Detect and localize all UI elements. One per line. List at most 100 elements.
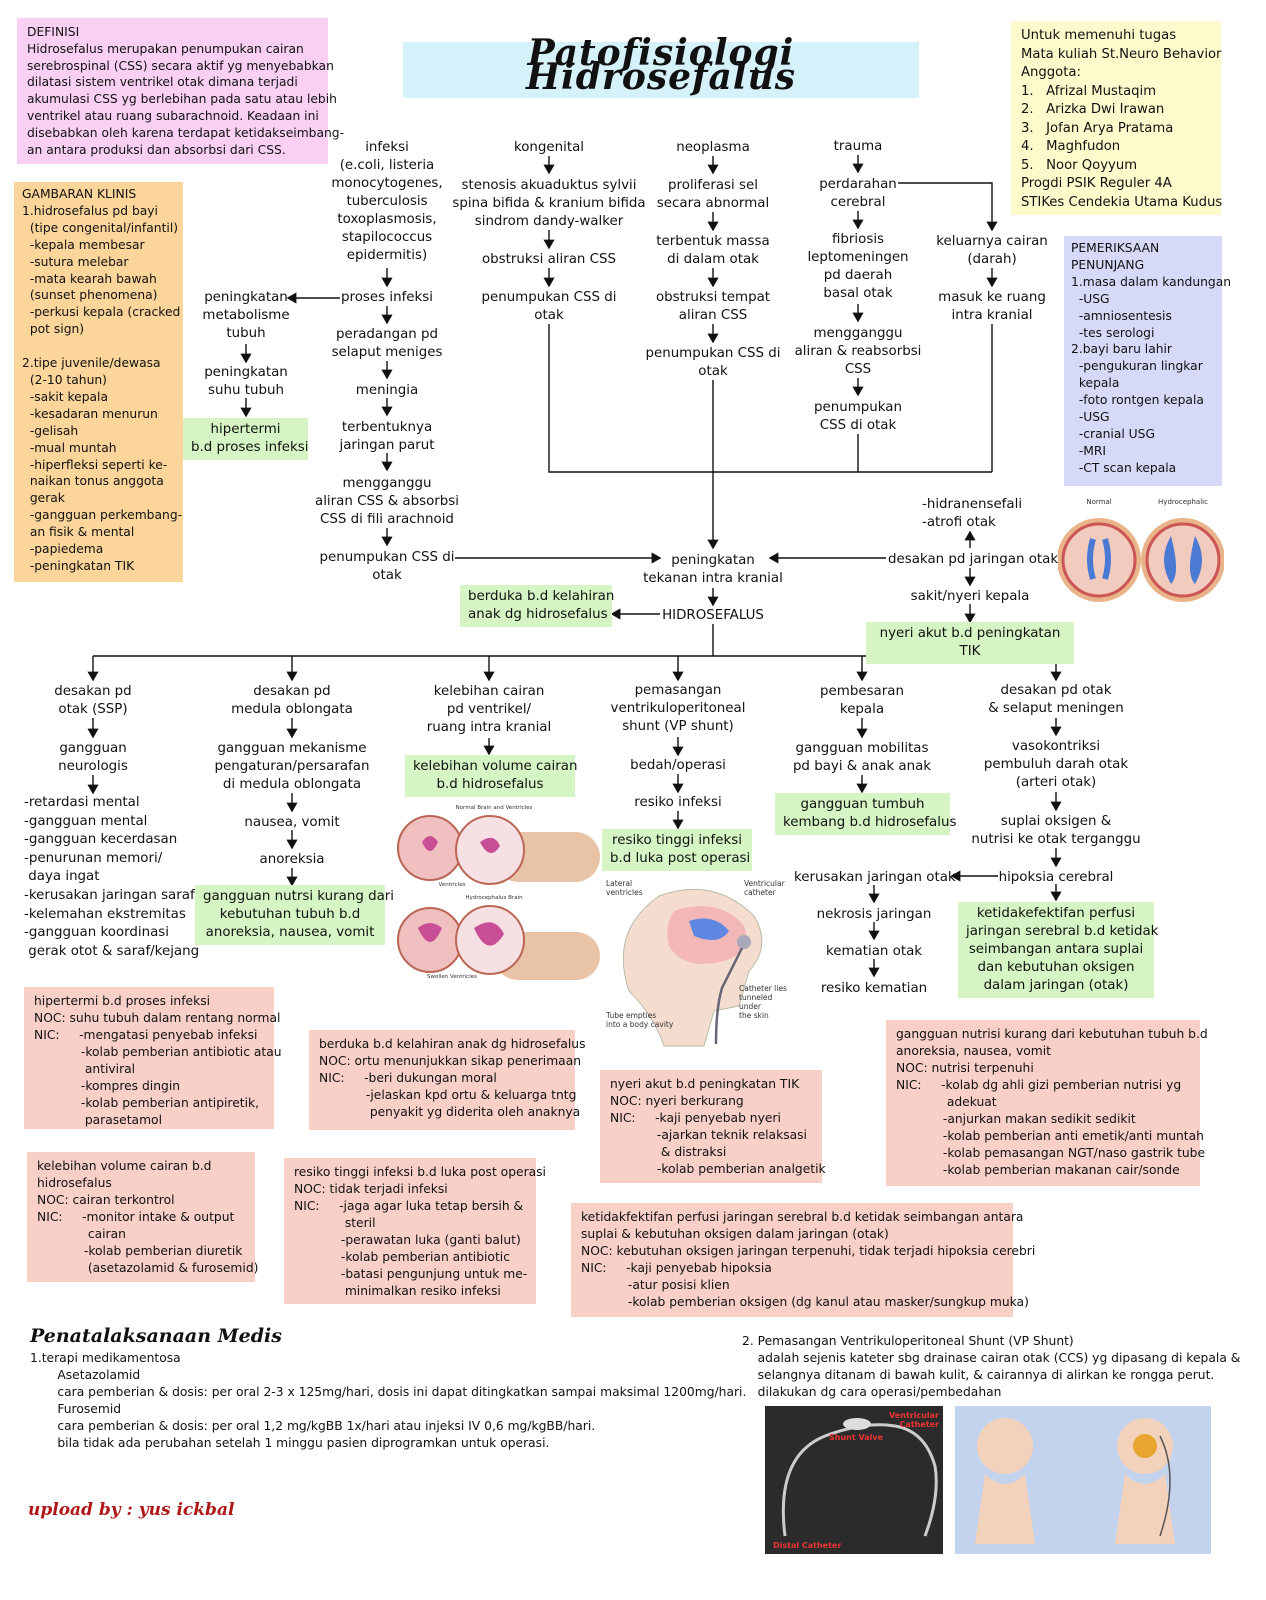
node-trauma: trauma [833,139,883,154]
node-suplai-oksigen: suplai oksigen & nutrisi ke otak tergang… [971,814,1141,847]
node-mengganggu-absorbsi: mengganggu aliran CSS & absorbsi CSS di … [315,476,459,527]
node-gangguan-mobilitas: gangguan mobilitas pd bayi & anak anak [792,741,932,774]
nic-berduka: berduka b.d kelahiran anak dg hidrosefal… [309,1030,585,1130]
penatalaksanaan-heading: Penatalaksanaan Medis [30,1325,282,1347]
ill-hydro-label: Hydrocephalus Brain [465,895,523,901]
gambaran-klinis-box: GAMBARAN KLINIS 1.hidrosefalus pd bayi (… [14,182,183,582]
node-kerusakan-jaringan: kerusakan jaringan otak [794,870,956,885]
pemeriksaan-text: PEMERIKSAAN PENUNJANG 1.masa dalam kandu… [1071,241,1232,475]
nic-resiko: resiko tinggi infeksi b.d luka post oper… [284,1158,546,1304]
svg-label-line: under [739,1002,762,1011]
ventricle-illustrations: Normal Brain and Ventricles Ventricles H… [394,802,600,980]
brain-scan-images: Normal Hydrocephalic [1057,494,1225,614]
definisi-text: Hidrosefalus merupakan penumpukan cairan… [27,41,345,157]
vp-tunnel-text: Catheter lies [739,984,787,993]
node-peradangan: peradangan pd selaput meniges [331,327,443,360]
node-massa: terbentuk massa di dalam otak [656,234,770,267]
node-obstruksi-css: obstruksi aliran CSS [481,252,617,267]
node-hipoksia: hipoksia cerebral [998,870,1114,885]
node-masuk-ruang: masuk ke ruang intra kranial [938,290,1046,323]
node-gangguan-neurologis: gangguan neurologis [58,741,128,774]
tugas-box: Untuk memenuhi tugas Mata kuliah St.Neur… [1011,21,1222,215]
ill-ventricles-label: Ventricles [439,882,466,888]
node-jaringan-parut: terbentuknya jaringan parut [339,420,435,453]
node-resiko-kematian: resiko kematian [820,981,928,996]
shunt-infant-diagrams [955,1406,1211,1554]
node-infeksi: infeksi (e.coli, listeria monocytogenes,… [331,140,443,263]
node-penumpukan-trauma: penumpukan CSS di otak [814,400,902,433]
node-desakan-meningen: desakan pd otak & selaput meningen [988,683,1124,716]
node-kematian-otak: kematian otak [825,944,923,959]
node-hidranensefali: -hidranensefali -atrofi otak [922,497,1023,530]
node-hidrosefalus: HIDROSEFALUS [662,608,764,623]
gambaran-klinis-text: GAMBARAN KLINIS 1.hidrosefalus pd bayi (… [22,187,183,573]
node-nausea-vomit: nausea, vomit [244,815,340,830]
node-peningkatan-tik: peningkatan tekanan intra kranial [643,553,783,586]
definisi-heading: DEFINISI [27,25,80,39]
nic-nutrisi: gangguan nutrisi kurang dari kebutuhan t… [886,1020,1208,1186]
brain-normal-label: Normal [1086,498,1111,506]
node-neoplasma: neoplasma [676,140,750,155]
pemeriksaan-penunjang-box: PEMERIKSAAN PENUNJANG 1.masa dalam kandu… [1064,236,1232,486]
node-obstruksi-tempat: obstruksi tempat aliran CSS [655,290,771,323]
vp-shunt-text: 2. Pemasangan Ventrikuloperitoneal Shunt… [742,1334,1241,1400]
node-fibriosis: fibriosis leptomeningen pd daerah basal … [807,232,909,301]
diagnosis-tumbuh-kembang: gangguan tumbuh kembang b.d hidrosefalus [775,793,956,835]
shunt-infant-icon [975,1418,1175,1544]
node-stenosis: stenosis akuaduktus sylvii spina bifida … [452,178,646,229]
node-pembesaran-kepala: pembesaran kepala [820,684,904,717]
node-nekrosis: nekrosis jaringan [816,907,932,922]
diagnosis-hipertermi: hipertermi b.d proses infeksi [183,418,308,460]
upload-credit: upload by : yus ickbal [28,1500,235,1520]
ventricle-illustration-icon: Normal Brain and Ventricles Ventricles H… [397,805,600,980]
node-desakan-ssp: desakan pd otak (SSP) [54,684,132,717]
shunt-vent-text: Ventricular [889,1411,939,1420]
svg-label-line: into a body cavity [606,1020,674,1029]
node-kongenital: kongenital [513,140,585,155]
node-vasokontriksi: vasokontriksi pembuluh darah otak (arter… [983,739,1129,790]
node-penumpukan-infeksi: penumpukan CSS di otak [319,550,455,583]
nic-hipertermi: hipertermi b.d proses infeksi NOC: suhu … [24,987,282,1129]
vp-lateral-text: Lateral [606,879,632,888]
node-gangguan-mekanisme: gangguan mekanisme pengaturan/persarafan… [214,741,370,792]
node-anoreksia: anoreksia [259,852,325,867]
node-penumpukan-kongenital: penumpukan CSS di otak [481,290,617,323]
page-title: Patofisiologi Hidrosefalus [526,32,796,98]
brain-scan-icon: Normal Hydrocephalic [1057,498,1225,602]
node-desakan-medula: desakan pd medula oblongata [231,684,353,717]
diagnosis-nyeri-akut: nyeri akut b.d peningkatan TIK [866,622,1074,664]
node-vp-shunt: pemasangan ventrikuloperitoneal shunt (V… [610,683,746,734]
svg-label-line: the skin [739,1011,769,1020]
vp-catheter-text: Ventricular [744,879,786,888]
node-sakit-kepala: sakit/nyeri kepala [910,589,1030,604]
brain-hydro-label: Hydrocephalic [1158,498,1208,506]
diagnosis-perfusi: ketidakefektifan perfusi jaringan serebr… [958,902,1158,998]
svg-label-line: tunneled [739,993,773,1002]
node-penumpukan-neoplasma: penumpukan CSS di otak [645,346,781,379]
ill-normal-label: Normal Brain and Ventricles [456,805,533,811]
node-proses-infeksi: proses infeksi [341,290,433,305]
definisi-box: DEFINISI Hidrosefalus merupakan penumpuk… [17,18,345,164]
node-mengganggu-reabsorbsi: mengganggu aliran & reabsorbsi CSS [794,326,922,377]
svg-label-line: Catheter [900,1420,939,1429]
diagnosis-berduka: berduka b.d kelahiran anak dg hidrosefal… [460,585,614,627]
node-meningia: meningia [355,383,419,398]
node-resiko-infeksi: resiko infeksi [634,795,722,810]
vp-tube-text: Tube empties [605,1011,656,1020]
node-proliferasi: proliferasi sel secara abnormal [656,178,770,211]
node-keluarnya-cairan: keluarnya cairan (darah) [936,234,1048,267]
node-suhu-tubuh: peningkatan suhu tubuh [204,365,288,398]
node-gejala-neurologis: -retardasi mental -gangguan mental -gang… [24,795,200,959]
node-desakan-jaringan: desakan pd jaringan otak [888,552,1059,567]
node-bedah-operasi: bedah/operasi [630,758,726,773]
node-metabolisme: peningkatan metabolisme tubuh [202,290,290,341]
